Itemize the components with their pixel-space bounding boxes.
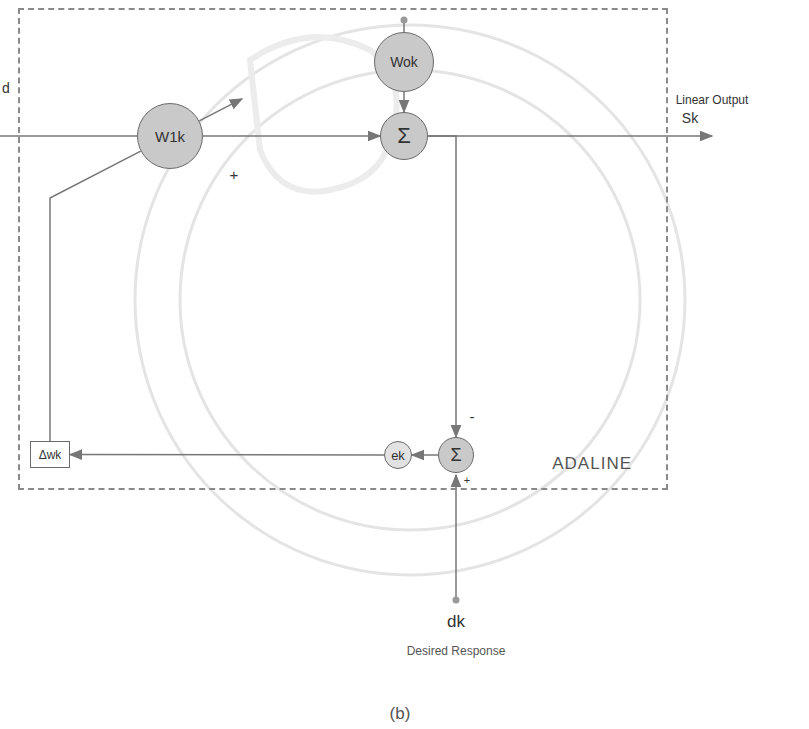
node-label: ek	[391, 448, 405, 463]
error-junction: Σ	[438, 437, 474, 473]
signal-connector	[50, 151, 141, 441]
node-label: Δwk	[39, 448, 62, 462]
region-title: ADALINE	[552, 454, 632, 474]
desired-signal-name: dk	[447, 612, 465, 632]
output-line	[428, 135, 712, 137]
bias-dot	[401, 17, 408, 24]
node-label: W1k	[155, 128, 185, 145]
adjust-arrow	[199, 99, 242, 121]
summing-junction: Σ	[380, 112, 428, 160]
figure-caption: (b)	[390, 704, 411, 724]
desired-dot	[453, 597, 460, 604]
signal-connector	[412, 454, 438, 456]
sign-mark: +	[464, 474, 470, 486]
seal-watermark	[135, 25, 685, 575]
desired-line	[455, 475, 457, 598]
node-label: Wok	[390, 54, 418, 70]
input-line	[0, 135, 137, 137]
bias-weight-circle: Wok	[374, 32, 434, 92]
desired-label: Desired Response	[407, 644, 506, 658]
weight-update-box: Δwk	[30, 441, 70, 468]
edge-sign: -	[468, 408, 477, 425]
weight-circle: W1k	[137, 103, 203, 169]
input-label-fragment: d	[2, 80, 10, 96]
edge-sign: +	[228, 166, 241, 183]
signal-connector	[203, 135, 380, 137]
output-signal-name: Sk	[682, 110, 698, 126]
signal-connector	[403, 92, 405, 112]
adaline-region: ADALINE W1k WokΣ Σek Δwk	[18, 8, 668, 490]
output-label: Linear Output	[676, 93, 749, 107]
node-label: Σ	[450, 445, 461, 466]
signal-connector	[70, 454, 384, 456]
signal-connector	[428, 136, 456, 437]
error-circle: ek	[384, 441, 412, 469]
node-label: Σ	[397, 123, 411, 149]
